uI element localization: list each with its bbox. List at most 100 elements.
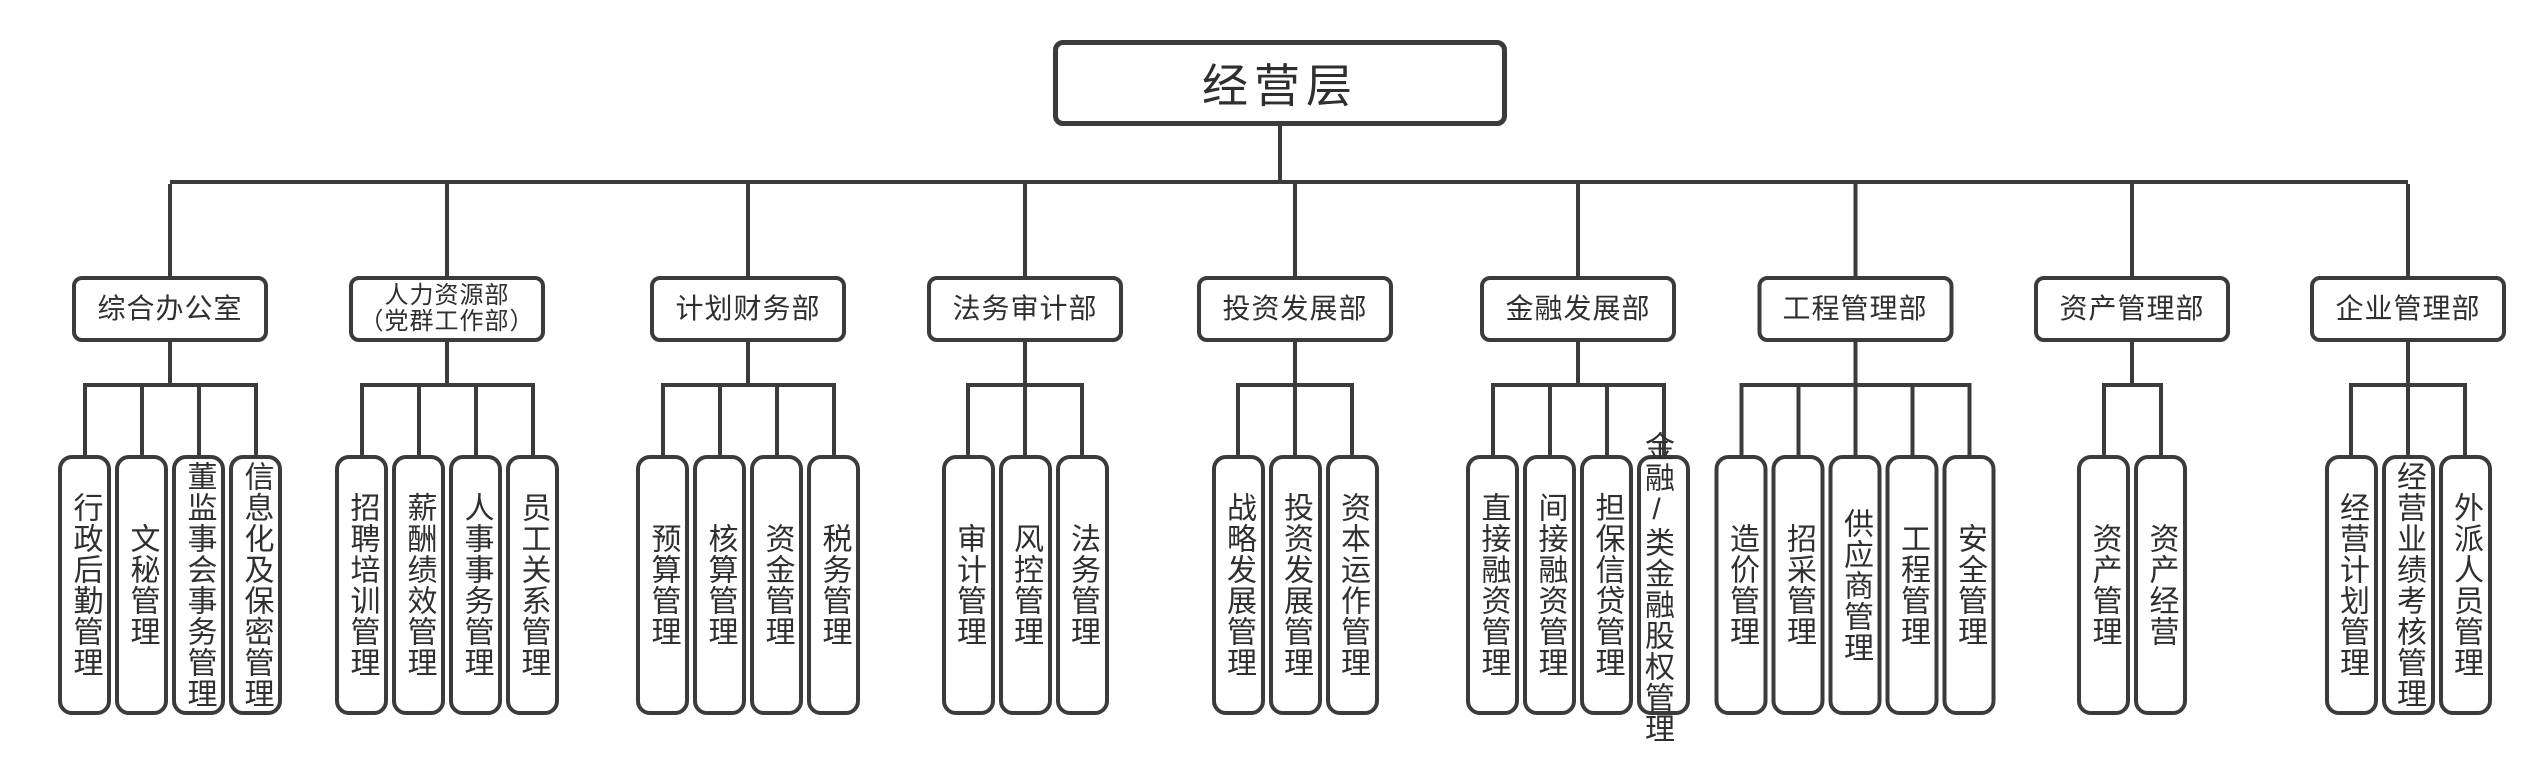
child-box: 招采管理 [1771, 455, 1825, 715]
department-box: 人力资源部（党群工作部） [349, 276, 545, 342]
department-column: 工程管理部造价管理招采管理供应商管理工程管理安全管理 [1714, 184, 1996, 715]
department-connector-drop [2130, 184, 2134, 276]
child-node: 工程管理 [1885, 383, 1939, 715]
child-connector-drop [473, 383, 478, 455]
child-label: 间接融资管理 [1533, 492, 1567, 678]
child-node: 员工关系管理 [506, 383, 559, 715]
department-children-stem [1023, 342, 1027, 383]
child-label: 员工关系管理 [516, 492, 550, 678]
child-label: 薪酬绩效管理 [402, 492, 436, 678]
child-label: 担保信贷管理 [1590, 492, 1624, 678]
child-node: 资产管理 [2077, 383, 2130, 715]
child-label: 资产管理 [2087, 523, 2121, 647]
department-children-stem [168, 342, 172, 383]
child-connector-drop [1350, 383, 1354, 455]
department-box: 法务审计部 [927, 276, 1123, 342]
child-label: 信息化及保密管理 [239, 461, 273, 709]
child-box: 外派人员管理 [2438, 455, 2492, 715]
child-label: 行政后勤管理 [68, 492, 102, 678]
children-connector-bus [2103, 383, 2161, 387]
child-label: 预算管理 [646, 523, 680, 647]
children-row: 资产管理资产经营 [2077, 383, 2187, 715]
child-node: 信息化及保密管理 [229, 383, 282, 715]
child-box: 造价管理 [1714, 455, 1768, 715]
department-name: 工程管理部 [1782, 292, 1928, 324]
child-box: 税务管理 [807, 455, 860, 715]
child-label: 经营业绩考核管理 [2392, 461, 2425, 709]
department-children-stem [1293, 342, 1297, 383]
department-column: 资产管理部资产管理资产经营 [2034, 184, 2230, 715]
children-row: 造价管理招采管理供应商管理工程管理安全管理 [1714, 383, 1996, 715]
child-connector-drop [2406, 383, 2410, 455]
child-node: 外派人员管理 [2438, 383, 2492, 715]
child-node: 投资发展管理 [1268, 383, 1322, 715]
child-label: 税务管理 [817, 523, 851, 647]
child-connector-drop [1796, 383, 1800, 455]
child-box: 金融/类金融股权管理 [1637, 431, 1690, 744]
child-label: 战略发展管理 [1222, 492, 1255, 678]
child-connector-drop [1490, 383, 1495, 455]
child-connector-drop [139, 383, 144, 455]
child-connector-drop [831, 383, 836, 455]
children-row: 行政后勤管理文秘管理董监事会事务管理信息化及保密管理 [58, 383, 282, 715]
child-connector-drop [196, 383, 201, 455]
department-connector-drop [168, 184, 172, 276]
child-box: 文秘管理 [115, 455, 168, 715]
child-node: 资金管理 [750, 383, 803, 715]
child-label: 资产经营 [2144, 523, 2178, 647]
child-connector-drop [1236, 383, 1240, 455]
child-connector-drop [416, 383, 421, 455]
children-row: 战略发展管理投资发展管理资本运作管理 [1211, 383, 1379, 715]
department-name: 企业管理部 [2335, 292, 2481, 324]
department-name-secondary: （党群工作部） [359, 308, 535, 335]
child-node: 金融/类金融股权管理 [1637, 383, 1690, 744]
department-box: 投资发展部 [1197, 276, 1393, 342]
child-label: 资金管理 [760, 523, 794, 647]
child-box: 审计管理 [941, 455, 995, 715]
root-connector-stem [1278, 126, 1282, 180]
child-node: 经营业绩考核管理 [2381, 383, 2435, 715]
child-node: 董监事会事务管理 [172, 383, 225, 715]
department-children-stem [746, 342, 750, 383]
child-box: 安全管理 [1942, 455, 1996, 715]
child-label: 工程管理 [1896, 523, 1929, 647]
child-label: 安全管理 [1953, 523, 1986, 647]
child-connector-drop [1547, 383, 1552, 455]
child-connector-drop [1661, 383, 1666, 455]
children-group: 行政后勤管理文秘管理董监事会事务管理信息化及保密管理 [58, 383, 282, 715]
child-connector-drop [2101, 383, 2106, 455]
child-connector-drop [966, 383, 970, 455]
children-row: 审计管理风控管理法务管理 [941, 383, 1109, 715]
children-group: 战略发展管理投资发展管理资本运作管理 [1211, 383, 1379, 715]
children-connector-bus [662, 383, 834, 387]
child-label: 造价管理 [1725, 523, 1758, 647]
child-box: 资产管理 [2077, 455, 2130, 715]
department-connector-drop [1293, 184, 1297, 276]
child-box: 人事事务管理 [449, 455, 502, 715]
child-node: 资产经营 [2134, 383, 2187, 715]
child-box: 核算管理 [693, 455, 746, 715]
children-connector-bus [1492, 383, 1664, 387]
child-node: 风控管理 [998, 383, 1052, 715]
department-box: 综合办公室 [72, 276, 268, 342]
department-column: 金融发展部直接融资管理间接融资管理担保信贷管理金融/类金融股权管理 [1466, 184, 1690, 744]
child-box: 法务管理 [1055, 455, 1109, 715]
department-name: 人力资源部 [384, 281, 510, 309]
child-label: 投资发展管理 [1279, 492, 1312, 678]
child-box: 直接融资管理 [1466, 455, 1519, 715]
department-name: 法务审计部 [952, 292, 1098, 324]
department-children-stem [2130, 342, 2134, 383]
child-node: 担保信贷管理 [1580, 383, 1633, 715]
child-node: 核算管理 [693, 383, 746, 715]
child-node: 税务管理 [807, 383, 860, 715]
child-connector-drop [2463, 383, 2467, 455]
child-node: 造价管理 [1714, 383, 1768, 715]
children-connector-bus [361, 383, 533, 387]
child-box: 资产经营 [2134, 455, 2187, 715]
child-label: 文秘管理 [125, 523, 159, 647]
department-connector-drop [1576, 184, 1580, 276]
child-node: 审计管理 [941, 383, 995, 715]
child-box: 经营业绩考核管理 [2381, 455, 2435, 715]
department-children-stem [445, 342, 449, 383]
department-name: 金融发展部 [1505, 292, 1651, 324]
